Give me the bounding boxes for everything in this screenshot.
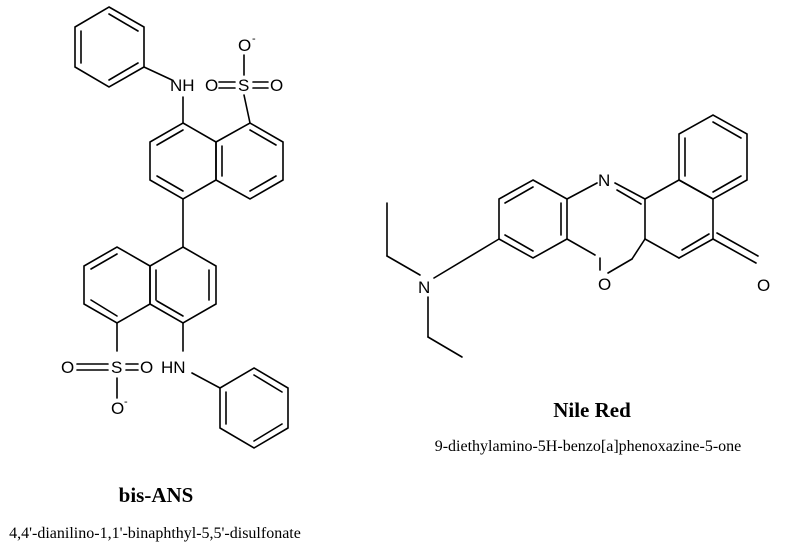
bis-ans-top-o-left-label: O (205, 76, 218, 95)
bis-ans-bottom-phenyl-ring (191, 367, 289, 449)
bis-ans-bottom-o-down-label: O (111, 399, 124, 418)
bis-ans-top-phenyl-ring (74, 6, 173, 88)
bis-ans-bottom-o-left-label: O (61, 358, 74, 377)
nile-red-name: Nile Red (553, 398, 631, 422)
bis-ans-top-s-label: S (238, 76, 249, 95)
bis-ans-top-naphthalene (149, 122, 284, 200)
nile-red-iupac-name: 9-diethylamino-5H-benzo[a]phenoxazine-5-… (435, 438, 742, 455)
bis-ans-bottom-o-charge: - (124, 396, 128, 408)
bis-ans-bottom-sulfonate-group: S O O O - (61, 322, 153, 418)
nile-red-benzo-ring (678, 114, 748, 200)
nile-red-amine-n-label: N (418, 278, 430, 297)
nile-red-diethylamino-group: N (386, 202, 500, 358)
bis-ans-top-sulfonate-group: S O - O O (205, 33, 283, 124)
bis-ans-bottom-s-label: S (111, 358, 122, 377)
nile-red-left-benzene-ring (498, 179, 568, 259)
bis-ans-bottom-o-right-label: O (140, 358, 153, 377)
bis-ans-bottom-naphthalene (83, 246, 217, 324)
bis-ans-top-nh-label: NH (170, 76, 195, 95)
bis-ans-bottom-hn-label: HN (161, 358, 186, 377)
nile-red-ring-o-label: O (598, 275, 611, 294)
nile-red-quinone-ring: O (644, 179, 770, 295)
bis-ans-iupac-name: 4,4'-dianilino-1,1'-binaphthyl-5,5'-disu… (9, 525, 301, 542)
nile-red-structure: N N O O (386, 114, 770, 455)
nile-red-carbonyl-o-label: O (757, 276, 770, 295)
nile-red-ring-n-label: N (598, 171, 610, 190)
bis-ans-name: bis-ANS (119, 483, 194, 507)
bis-ans-top-o-charge: - (252, 33, 256, 45)
bis-ans-structure: NH S O - O O (9, 6, 301, 542)
bis-ans-top-o-right-label: O (270, 76, 283, 95)
nile-red-oxazine-ring: N O (566, 171, 646, 294)
bis-ans-top-o-up-label: O (238, 36, 251, 55)
